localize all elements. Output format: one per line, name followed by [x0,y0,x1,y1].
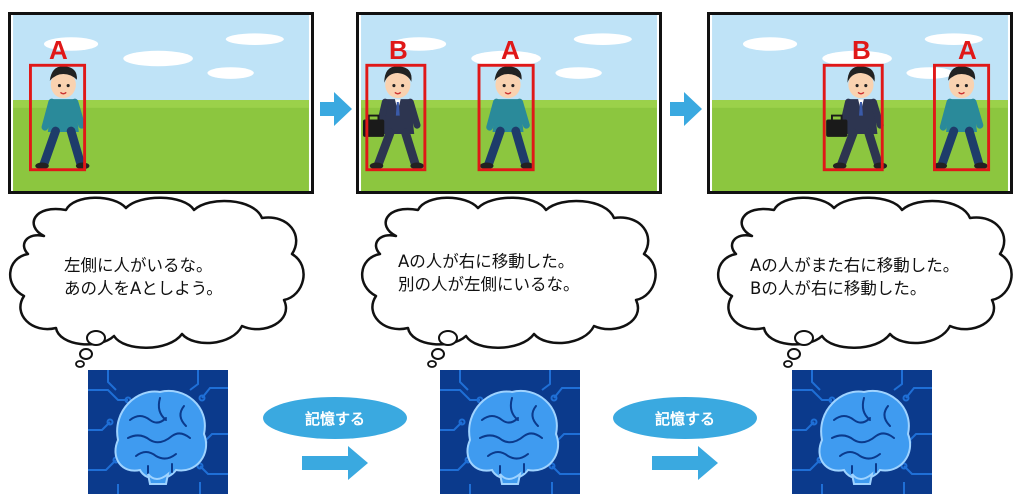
thought-bubble-3: Aの人がまた右に移動した。 Bの人が右に移動した。 [712,196,1022,368]
bbox-b [365,63,427,172]
thought-line: 左側に人がいるな。 [64,256,213,275]
brain-2 [440,370,580,494]
thought-bubble-1: 左側に人がいるな。 あの人をAとしよう。 [4,196,314,368]
thought-line: Aの人が右に移動した。 [398,252,575,271]
memorize-label: 記憶する [654,409,715,428]
right-arrow-icon [670,92,702,126]
person-label-a: A [501,35,520,65]
person-label-b: B [389,35,408,65]
bbox-a [933,63,991,172]
person-label-a: A [49,35,68,65]
memorize-badge-1: 記憶する [262,396,408,440]
bbox-a [29,63,87,172]
thought-bubble-2: Aの人が右に移動した。 別の人が左側にいるな。 [356,196,666,368]
bbox-b [822,63,884,172]
person-label-a: A [958,35,977,65]
circuit-brain-icon [792,370,932,494]
right-arrow-icon [652,446,718,480]
thought-line: Aの人がまた右に移動した。 [750,256,960,275]
frame-2-scene [359,15,657,191]
right-arrow-icon [302,446,368,480]
memorize-label: 記憶する [304,409,365,428]
bbox-a [477,63,535,172]
brain-1 [88,370,228,494]
right-arrow-icon [320,92,352,126]
frame-1-scene [13,15,309,191]
thought-line: あの人をAとしよう。 [64,279,223,298]
frame-3: B A [707,12,1013,194]
person-label-b: B [852,35,871,65]
circuit-brain-icon [440,370,580,494]
frame-1: A [8,12,314,194]
thought-line: Bの人が右に移動した。 [750,279,927,298]
frame-2: B A [356,12,662,194]
thought-line: 別の人が左側にいるな。 [398,275,580,294]
circuit-brain-icon [88,370,228,494]
brain-3 [792,370,932,494]
frame-3-scene [712,15,1008,191]
memorize-badge-2: 記憶する [612,396,758,440]
